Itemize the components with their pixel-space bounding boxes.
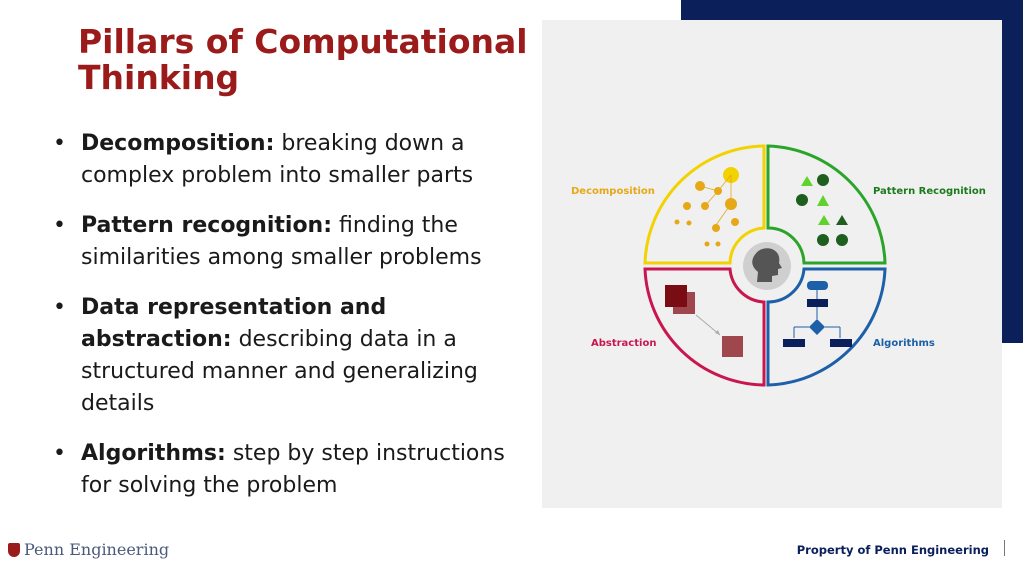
quadrant-abstraction (643, 267, 766, 387)
bullet-term: Algorithms: (81, 441, 226, 466)
bullet-term: Decomposition: (81, 131, 275, 156)
bullet-pattern-recognition: •Pattern recognition: finding the simila… (53, 213, 482, 270)
bullet-desc: step by step instructions for solving th… (81, 441, 505, 498)
label-pattern-recognition: Pattern Recognition (873, 186, 986, 197)
bullet-list: •Decomposition: breaking down a complex … (53, 128, 523, 520)
label-abstraction: Abstraction (591, 338, 656, 349)
penn-shield-icon (8, 542, 20, 557)
slide-title: Pillars of Computational Thinking (78, 22, 528, 97)
logo-text: Penn Engineering (24, 540, 170, 559)
footer-property-text: Property of Penn Engineering (796, 543, 989, 557)
penn-engineering-logo: Penn Engineering (8, 540, 169, 559)
bullet-algorithms: •Algorithms: step by step instructions f… (53, 441, 505, 498)
bullet-term: Data representation and abstraction: (81, 295, 387, 352)
bullet-abstraction: •Data representation and abstraction: de… (53, 295, 478, 416)
bullet-term: Pattern recognition: (81, 213, 333, 238)
pillars-diagram: Decomposition Pattern Recognition Abstra… (542, 20, 1002, 508)
algorithms-icon (783, 281, 852, 347)
pattern-recognition-icon (796, 174, 848, 246)
bullet-desc: finding the similarities among smaller p… (81, 213, 482, 270)
footer-divider (1004, 540, 1005, 556)
decomposition-icon (674, 167, 739, 247)
bullet-desc: describing data in a structured manner a… (81, 327, 478, 416)
label-decomposition: Decomposition (571, 186, 655, 197)
bullet-desc: breaking down a complex problem into sma… (81, 131, 474, 188)
head-icon (752, 248, 782, 282)
bullet-decomposition: •Decomposition: breaking down a complex … (53, 131, 474, 188)
abstraction-icon (665, 285, 743, 357)
label-algorithms: Algorithms (873, 338, 935, 349)
pillars-diagram-svg: Decomposition Pattern Recognition Abstra… (571, 144, 986, 387)
